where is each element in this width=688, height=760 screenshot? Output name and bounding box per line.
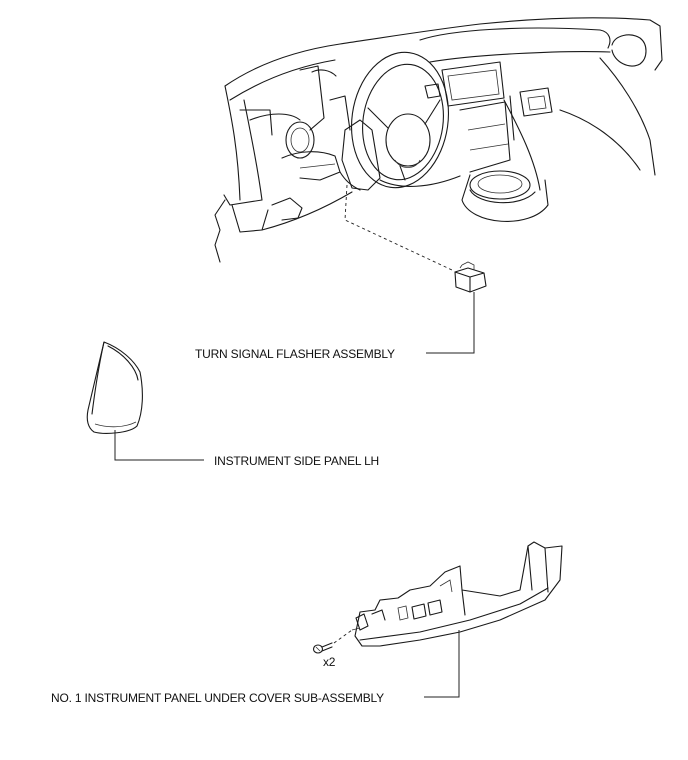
flasher-leader-line — [426, 292, 475, 354]
under-cover-part — [351, 541, 563, 647]
screw-quantity-label: x2 — [323, 655, 336, 669]
turn-signal-flasher-part — [454, 261, 487, 293]
side-panel-label: INSTRUMENT SIDE PANEL LH — [214, 454, 380, 468]
instrument-side-panel-part — [86, 341, 143, 434]
flasher-label: TURN SIGNAL FLASHER ASSEMBLY — [195, 347, 395, 361]
under-cover-label: NO. 1 INSTRUMENT PANEL UNDER COVER SUB-A… — [51, 691, 384, 705]
screw-part — [312, 629, 353, 654]
under-cover-leader-line — [424, 630, 460, 698]
side-panel-leader-line — [114, 430, 204, 461]
dashboard-illustration — [214, 17, 663, 271]
